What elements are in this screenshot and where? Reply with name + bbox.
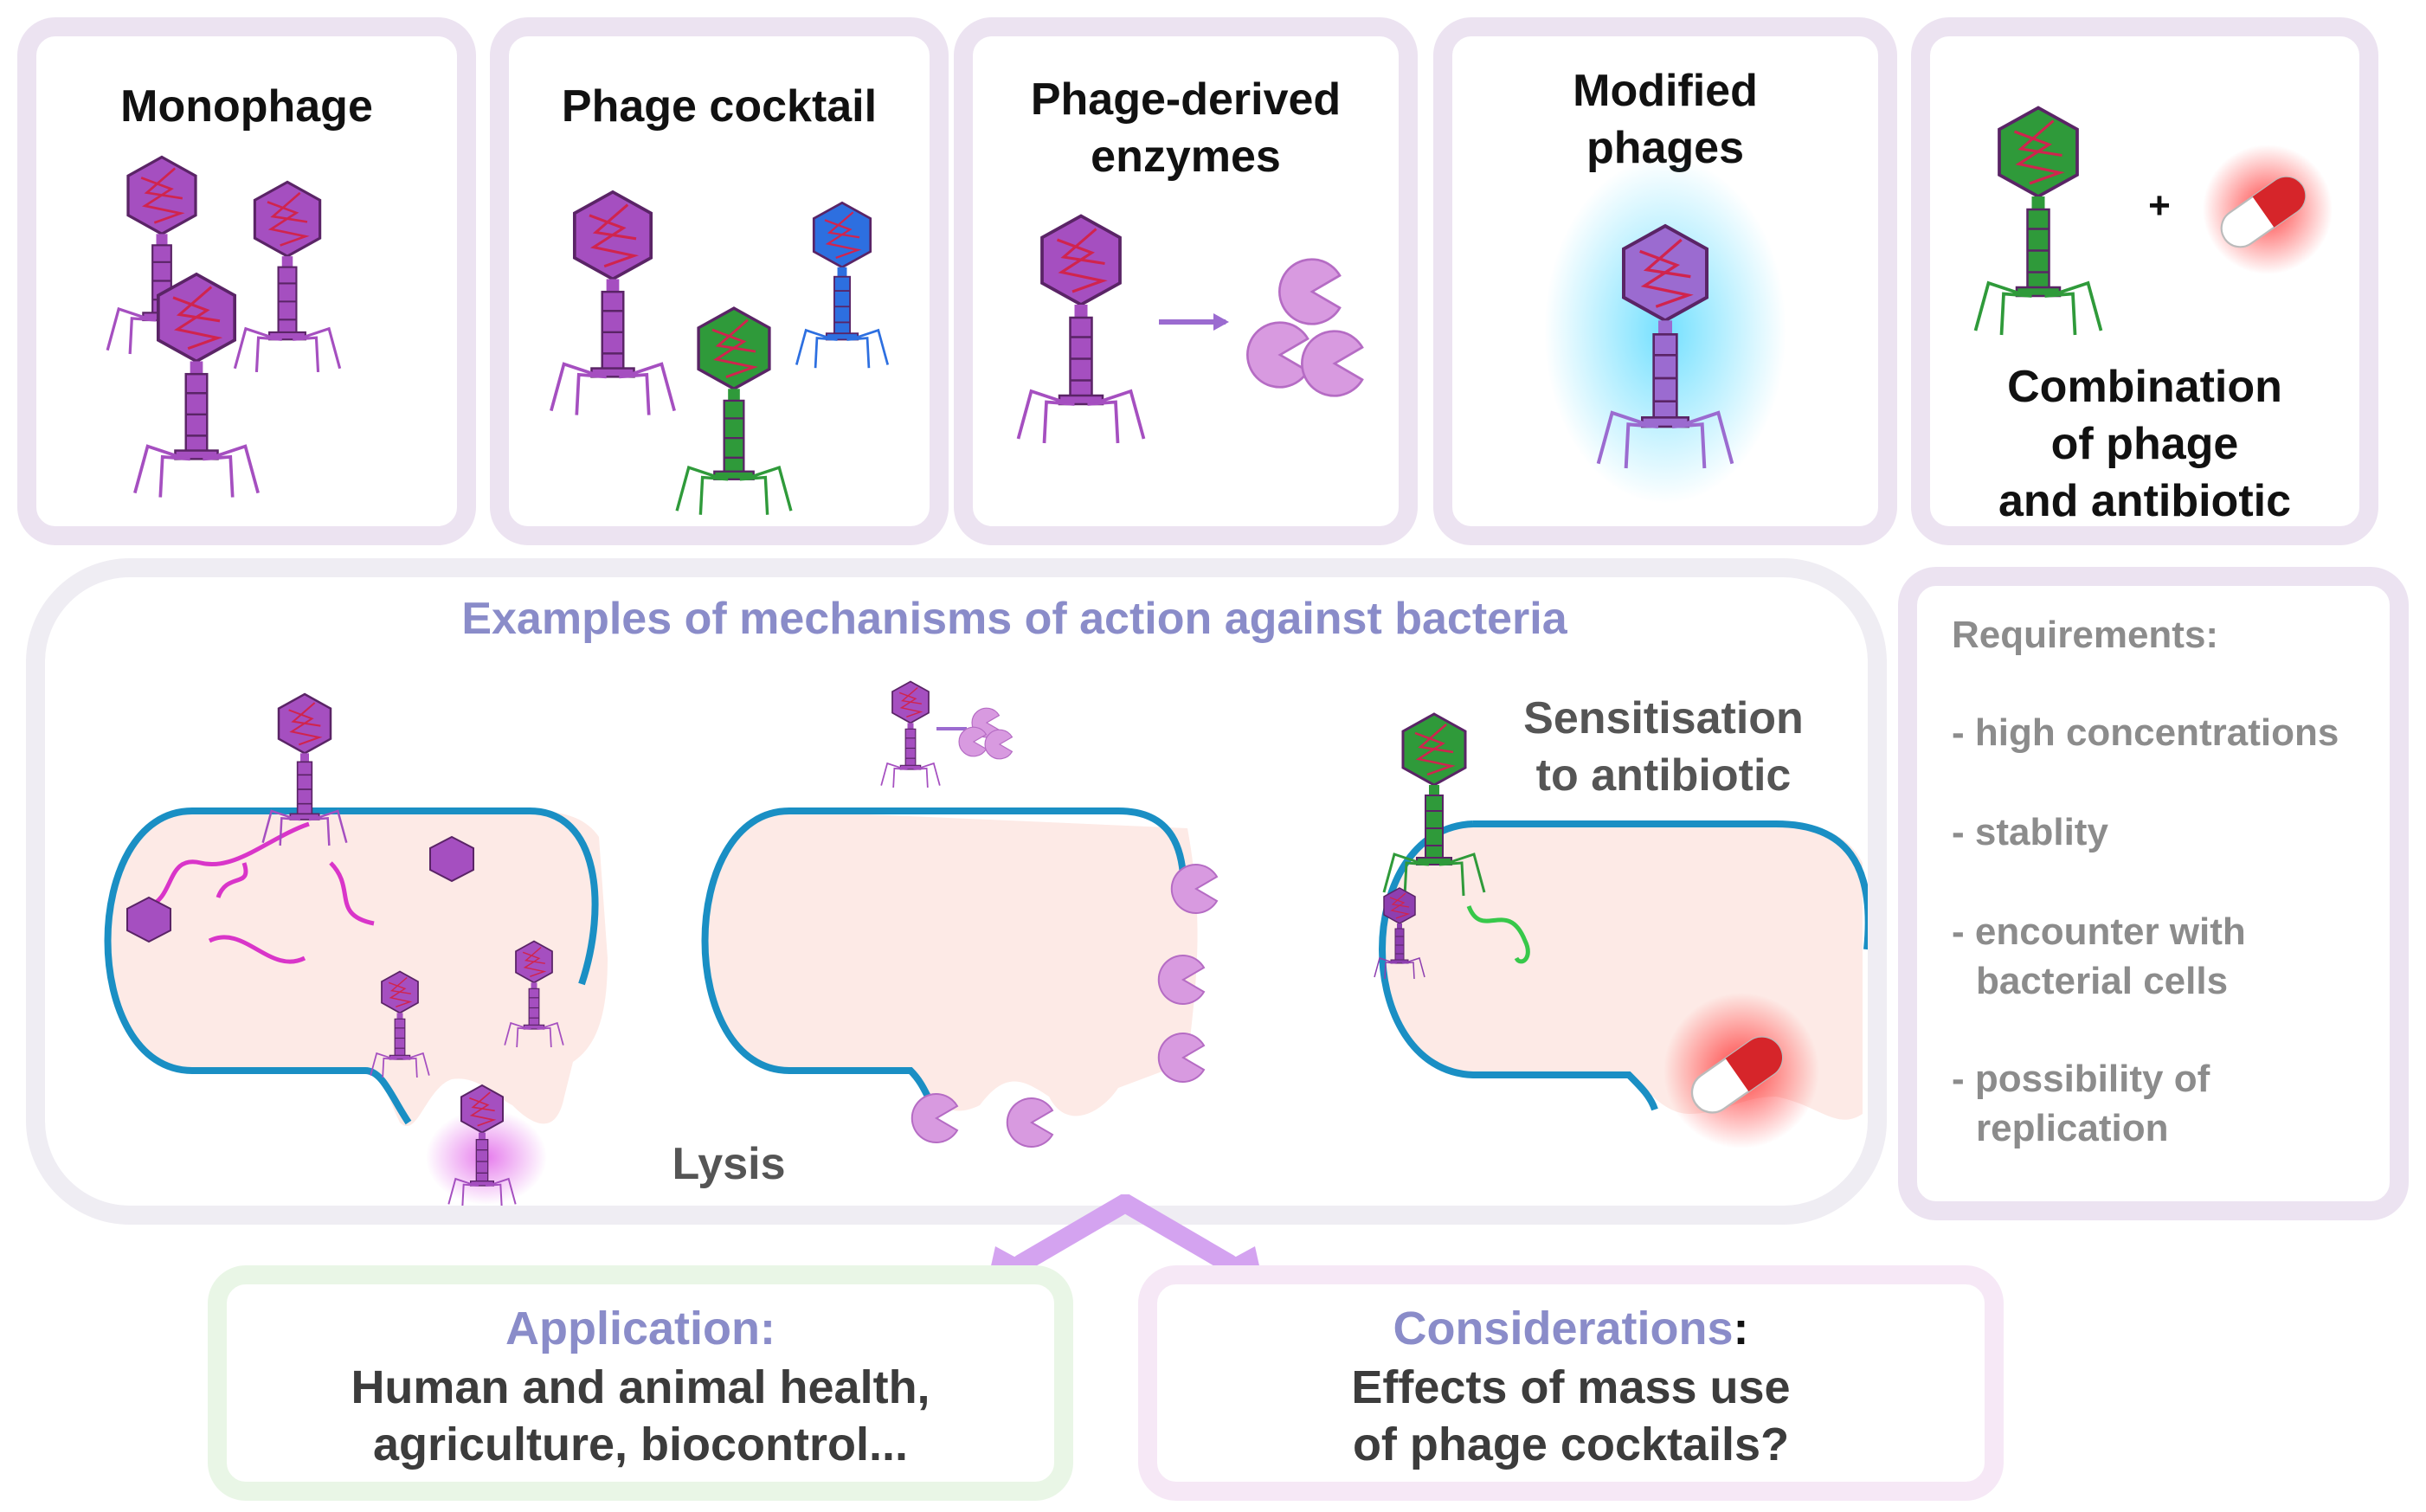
panel-combination: + Combination of phage and antibiotic <box>1911 17 2378 545</box>
requirements-title: Requirements: <box>1952 614 2219 656</box>
panel-mechanisms: Examples of mechanisms of action against… <box>26 558 1887 1225</box>
enzymes-illustration <box>1016 214 1364 445</box>
requirement-item: - high concentrations <box>1952 711 2339 754</box>
phage-icon <box>1016 214 1146 445</box>
panel-title-line2: enzymes <box>1091 132 1281 182</box>
mechanisms-illustration: Examples of mechanisms of action against… <box>104 594 1868 1206</box>
application-line2: agriculture, biocontrol... <box>372 1419 909 1470</box>
phage-icon <box>233 180 342 374</box>
phage-capsid-icon <box>126 896 171 943</box>
enzyme-icon <box>1006 1097 1053 1148</box>
modified-phage-illustration <box>1544 158 1786 504</box>
lysing-cell <box>104 692 608 1206</box>
enzyme-cell <box>701 680 1218 1148</box>
box-application: Application: Human and animal health, ag… <box>208 1265 1073 1501</box>
panel-requirements: Requirements: - high concentrations - st… <box>1898 567 2409 1220</box>
considerations-title-text: Considerations <box>1393 1303 1734 1354</box>
sensitisation-label-line1: Sensitisation <box>1523 693 1804 743</box>
phage-icon <box>880 680 941 788</box>
requirement-item: - encounter with <box>1952 910 2246 953</box>
phage-capsid-icon <box>429 835 474 883</box>
phage-cocktail-illustration <box>549 190 890 517</box>
phage-icon <box>1973 106 2103 337</box>
panel-title-line1: Combination <box>2007 362 2282 412</box>
lysis-label: Lysis <box>672 1139 785 1189</box>
application-title: Application: <box>505 1303 775 1354</box>
panel-phage-derived-enzymes: Phage-derived enzymes <box>954 17 1418 545</box>
combination-illustration: + <box>1973 106 2333 337</box>
panel-title-line2: of phage <box>2050 419 2239 469</box>
panel-title-line1: Phage-derived <box>1030 74 1342 125</box>
phage-icon <box>675 306 793 517</box>
enzyme-icon <box>1246 321 1310 389</box>
panel-title-line3: and antibiotic <box>1998 476 2291 526</box>
monophage-illustration <box>106 155 342 499</box>
enzyme-icon <box>1157 1033 1205 1083</box>
considerations-colon: : <box>1733 1303 1749 1354</box>
considerations-line1: Effects of mass use <box>1351 1361 1791 1413</box>
enzyme-icon <box>1278 258 1342 325</box>
panel-phage-cocktail: Phage cocktail <box>490 17 949 545</box>
panel-title-line1: Modified <box>1573 66 1758 116</box>
requirement-item-continued: bacterial cells <box>1976 960 2229 1002</box>
mechanisms-title: Examples of mechanisms of action against… <box>461 594 1567 644</box>
phage-icon <box>795 201 890 370</box>
panel-monophage: Monophage <box>17 17 476 545</box>
panel-modified-phages: Modified phages <box>1433 17 1897 545</box>
requirement-item: - possibility of <box>1952 1058 2210 1100</box>
requirement-item-continued: replication <box>1976 1107 2169 1149</box>
phage-icon <box>549 190 677 417</box>
requirement-item: - stablity <box>1952 811 2108 853</box>
box-considerations: Considerations: Effects of mass use of p… <box>1138 1265 2004 1501</box>
considerations-line2: of phage cocktails? <box>1352 1419 1790 1470</box>
panel-title: Phage cocktail <box>561 81 878 132</box>
sensitisation-label-line2: to antibiotic <box>1536 750 1792 801</box>
enzyme-icon <box>1170 864 1218 914</box>
enzyme-icon <box>958 726 988 757</box>
enzyme-icon <box>1157 955 1205 1005</box>
panel-title: Monophage <box>120 81 373 132</box>
considerations-title: Considerations: <box>1157 1302 1985 1355</box>
enzyme-icon <box>1301 330 1364 397</box>
plus-sign: + <box>2148 184 2171 227</box>
enzyme-icon <box>984 729 1014 760</box>
enzyme-icon <box>911 1093 958 1143</box>
sensitised-cell: Sensitisation to antibiotic <box>1374 693 1868 1148</box>
application-line1: Human and animal health, <box>351 1361 930 1413</box>
